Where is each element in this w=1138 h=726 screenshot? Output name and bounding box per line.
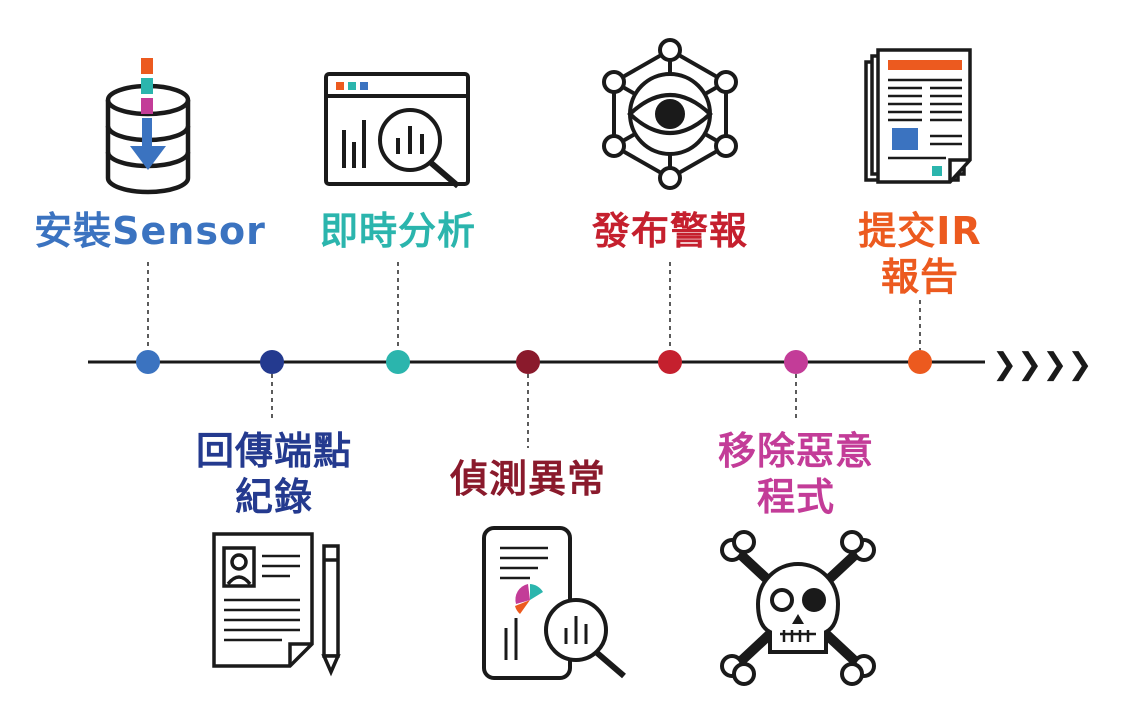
timeline-end-arrow: ❯❯❯❯	[992, 347, 1093, 382]
step-label-line: 回傳端點	[195, 429, 353, 473]
dot-s1	[136, 350, 160, 374]
dot-s3	[386, 350, 410, 374]
skull-crossbones-icon	[720, 530, 876, 686]
step-label-line: 偵測異常	[449, 457, 607, 501]
step-label-line: 安裝Sensor	[34, 209, 266, 253]
step-label-line: 提交IR	[858, 209, 982, 253]
step-label-line: 移除惡意	[717, 429, 875, 473]
dot-s6	[784, 350, 808, 374]
network-eye-icon	[602, 38, 738, 190]
dot-s2	[260, 350, 284, 374]
step-label-realtime-analysis: 即時分析	[320, 208, 476, 254]
step-label-install-sensor: 安裝Sensor	[34, 208, 266, 254]
step-label-return-endpoint-logs: 回傳端點 紀錄	[196, 428, 352, 520]
step-label-line: 報告	[880, 255, 959, 299]
step-label-line: 紀錄	[234, 475, 314, 519]
phone-chart-search-icon	[482, 526, 626, 680]
step-label-remove-malware: 移除惡意 程式	[718, 428, 874, 520]
step-label-line: 即時分析	[319, 209, 477, 253]
document-pen-icon	[212, 532, 341, 677]
database-download-icon	[105, 58, 191, 195]
step-label-line: 程式	[756, 475, 836, 519]
step-label-line: 發布警報	[591, 209, 749, 253]
dot-s4	[516, 350, 540, 374]
report-document-icon	[864, 48, 972, 184]
step-label-detect-anomaly: 偵測異常	[450, 456, 606, 502]
step-label-submit-ir-report: 提交IR 報告	[858, 208, 981, 300]
dot-s7	[908, 350, 932, 374]
step-label-issue-alert: 發布警報	[592, 208, 748, 254]
browser-analytics-icon	[324, 72, 470, 189]
dot-s5	[658, 350, 682, 374]
